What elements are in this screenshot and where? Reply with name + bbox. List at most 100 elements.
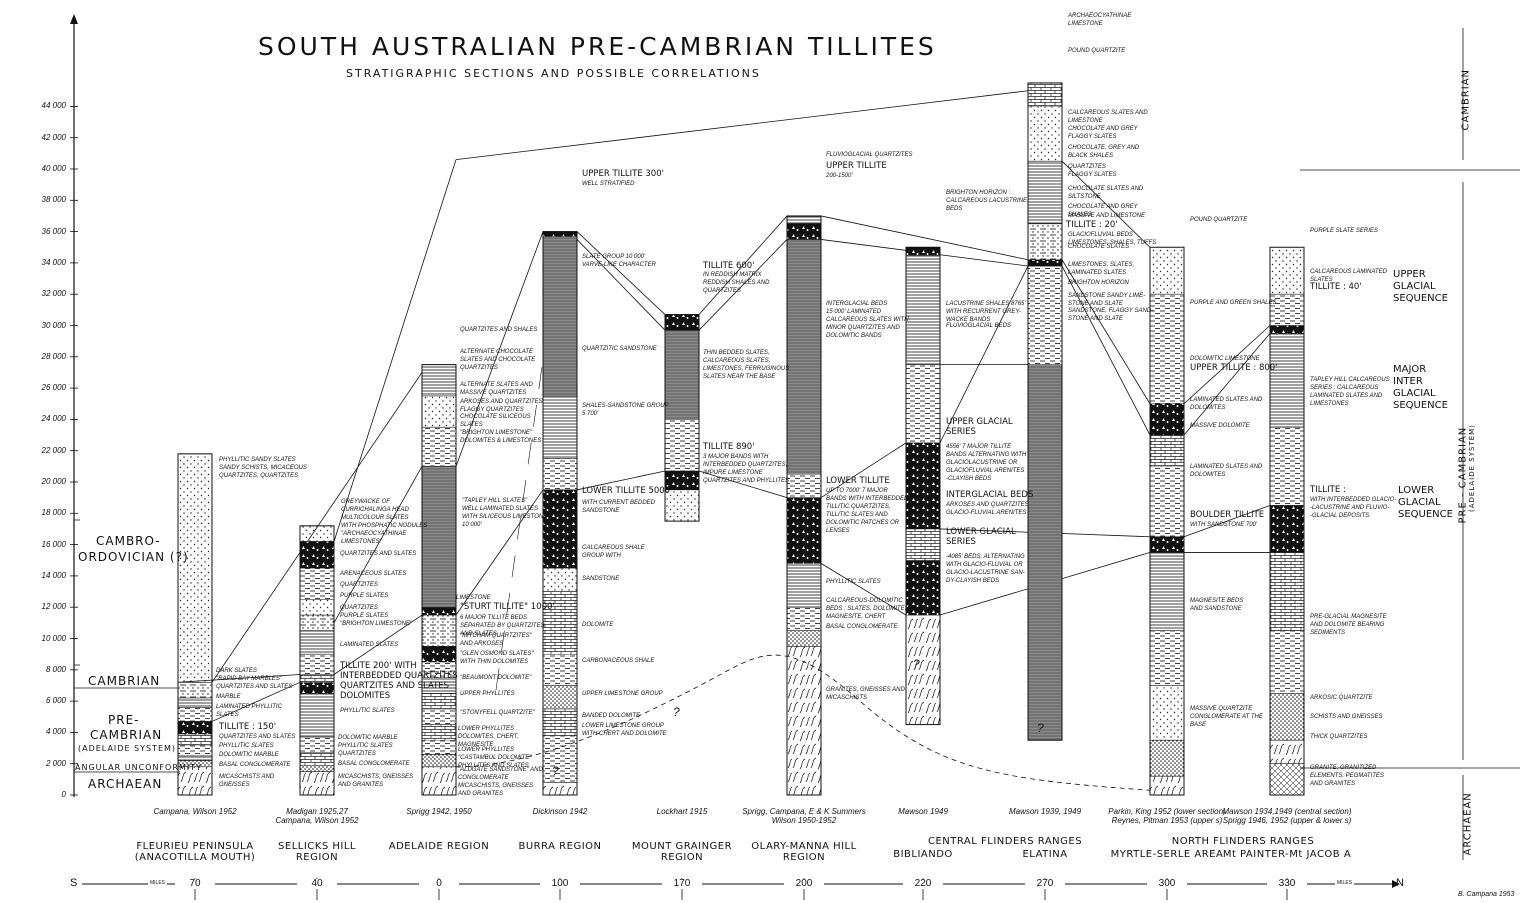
stratum-layer xyxy=(665,489,699,522)
correlation-line xyxy=(1061,259,1151,404)
correlation-line xyxy=(698,215,788,315)
annotation-myrtle: PURPLE AND GREEN SHALES xyxy=(1190,300,1277,306)
y-tick-label: 4 000 xyxy=(45,727,66,737)
annotation-bibliando: INTERGLACIAL BEDS xyxy=(946,490,1034,500)
annotation-painter: SCHISTS AND GNEISSES xyxy=(1310,714,1383,720)
stratum-layer xyxy=(300,630,334,655)
correlation-line xyxy=(1183,333,1271,436)
annotation-elatina: TILLITE : 20' xyxy=(1066,220,1118,230)
stratum-layer xyxy=(422,740,456,755)
column-outline xyxy=(421,364,457,796)
annotation-olary: CALCAREOUS-DOLOMITIC BEDS : SLATES, DOLO… xyxy=(826,598,911,620)
stratum-layer xyxy=(1150,294,1184,404)
stratum-layer xyxy=(1270,763,1304,795)
y-tick-label: 16 000 xyxy=(41,539,66,549)
correlation-line xyxy=(576,231,666,315)
annotation-burra: QUARTZITIC SANDSTONE xyxy=(582,346,657,352)
section-mile: 70 xyxy=(175,879,215,889)
stratum-layer xyxy=(300,682,334,694)
stratum-layer xyxy=(422,427,456,467)
stratum-layer xyxy=(1270,740,1304,764)
stratum-layer xyxy=(300,568,334,600)
column-myrtle xyxy=(1149,246,1185,796)
cambro-ordovician-bracket xyxy=(73,519,80,666)
stratum-layer xyxy=(300,771,334,795)
label-pre-left: PRE- xyxy=(108,713,140,727)
annotation-burra: LOWER TILLITE 5000' xyxy=(582,486,673,496)
annotation-elatina: ARCHAEOCYATHINAE LIMESTONE xyxy=(1068,13,1132,27)
annotation-elatina: SANDSTONE, FLAGGY SAND- STONE AND SLATE xyxy=(1068,308,1154,322)
stratum-layer xyxy=(1150,466,1184,537)
section-author: Lockhart 1915 xyxy=(656,807,708,816)
stratum-layer xyxy=(178,755,212,761)
stratum-layer xyxy=(543,735,577,783)
stratum-layer xyxy=(422,466,456,608)
section-mile: 220 xyxy=(903,879,943,889)
correlation-line xyxy=(333,614,423,675)
annotation-burra: SANDSTONE xyxy=(582,576,620,582)
column-grainger xyxy=(664,314,700,522)
stratum-layer xyxy=(906,528,940,561)
stratum-layer xyxy=(543,236,577,396)
scale-miles-left: MILES xyxy=(148,880,168,886)
annotation-burra: CALCAREOUS SHALE GROUP WITH xyxy=(582,545,645,559)
annotation-bibliando: UPPER GLACIAL SERIES xyxy=(946,417,1013,437)
stratum-layer xyxy=(665,419,699,472)
correlation-line xyxy=(820,563,907,616)
annotation-adelaide: LOWER PHYLLITES "CASTAMBUL DOLOMITE" PHY… xyxy=(458,747,532,769)
annotation-bibliando: BRIGHTON HORIZON : CALCAREOUS LACUSTRINE… xyxy=(946,190,1028,212)
annotation-grainger: 3 MAJOR BANDS WITH INTERBEDDED QUARTZITE… xyxy=(703,454,790,484)
section-author: Mawson 1939, 1949 xyxy=(1008,807,1082,816)
annotation-elatina: GLACIOFLUVIAL BEDS LIMESTONES, SHALES, T… xyxy=(1068,232,1157,246)
annotation-grainger: IN REDDISH MATRIX REDDISH SHALES AND QUA… xyxy=(703,272,770,294)
annotation-elatina: CALCAREOUS SLATES AND LIMESTONE xyxy=(1068,110,1148,124)
annotation-painter: TILLITE : xyxy=(1310,485,1346,495)
stratum-layer xyxy=(665,314,699,331)
stratum-layer xyxy=(300,615,334,631)
annotation-elatina: CHOCOLATE AND GREY FLAGGY SLATES xyxy=(1068,126,1138,140)
stratum-layer xyxy=(178,721,212,734)
stratum-layer xyxy=(543,568,577,592)
basement-dashed-line xyxy=(455,654,1151,791)
y-tick-label: 32 000 xyxy=(41,289,66,299)
section-region: ELATINA xyxy=(1022,849,1068,860)
column-elatina xyxy=(1027,82,1063,741)
annotation-myrtle: MASSIVE DOLOMITE xyxy=(1190,423,1250,429)
column-outline xyxy=(177,453,213,796)
correlation-line xyxy=(1183,325,1271,405)
annotation-myrtle: BOULDER TILLITE xyxy=(1190,510,1265,520)
annotation-adelaide: ARKOSES AND QUARTZITES FLAGGY QUARTZITES xyxy=(460,399,543,413)
y-tick-label: 34 000 xyxy=(41,257,66,267)
column-fleurieu xyxy=(177,453,213,796)
stratum-layer xyxy=(1028,223,1062,260)
stratum-layer xyxy=(543,395,577,459)
y-tick-label: 44 000 xyxy=(41,101,66,111)
stratum-layer xyxy=(422,677,456,694)
annotation-bibliando: -4085' BEDS, ALTERNATING WITH GLACIO-FLU… xyxy=(946,554,1025,584)
stratum-layer xyxy=(1150,403,1184,436)
stratum-layer xyxy=(1150,552,1184,631)
y-tick-label: 28 000 xyxy=(41,351,66,361)
annotation-adelaide: "TAPLEY HILL SLATES" WELL LAMINATED SLAT… xyxy=(462,498,548,528)
stratum-layer xyxy=(787,646,821,795)
annotation-painter: PURPLE SLATE SERIES xyxy=(1310,228,1378,234)
annotation-adelaide: LIMESTONE xyxy=(456,595,491,601)
stratum-layer xyxy=(787,239,821,475)
uncertain-marker: ? xyxy=(913,657,920,671)
annotation-myrtle: LAMINATED SLATES AND DOLOMITES xyxy=(1190,397,1263,411)
stratum-layer xyxy=(422,607,456,616)
column-outline xyxy=(1027,82,1063,741)
stratum-layer xyxy=(1028,266,1062,365)
column-sellicks xyxy=(299,525,335,796)
annotation-painter: TAPLEY HILL CALCAREOUS SERIES : CALCAREO… xyxy=(1310,377,1390,407)
stratum-layer xyxy=(300,674,334,683)
annotation-adelaide: "GLEN OSMOND SLATES" WITH THIN DOLOMITES xyxy=(460,651,534,665)
stratum-layer xyxy=(543,458,577,490)
annotation-olary: BASAL CONGLOMERATE xyxy=(826,624,898,630)
stratum-layer xyxy=(422,395,456,428)
section-region: BURRA REGION xyxy=(518,841,602,852)
stratum-layer xyxy=(1150,740,1184,777)
annotation-adelaide: "ALDGATE SANDSTONE" AND CONGLOMERATE xyxy=(458,767,543,781)
stratum-layer xyxy=(787,563,821,608)
annotation-sellicks: MICASCHISTS, GNEISSES AND GRANITES xyxy=(338,774,414,788)
